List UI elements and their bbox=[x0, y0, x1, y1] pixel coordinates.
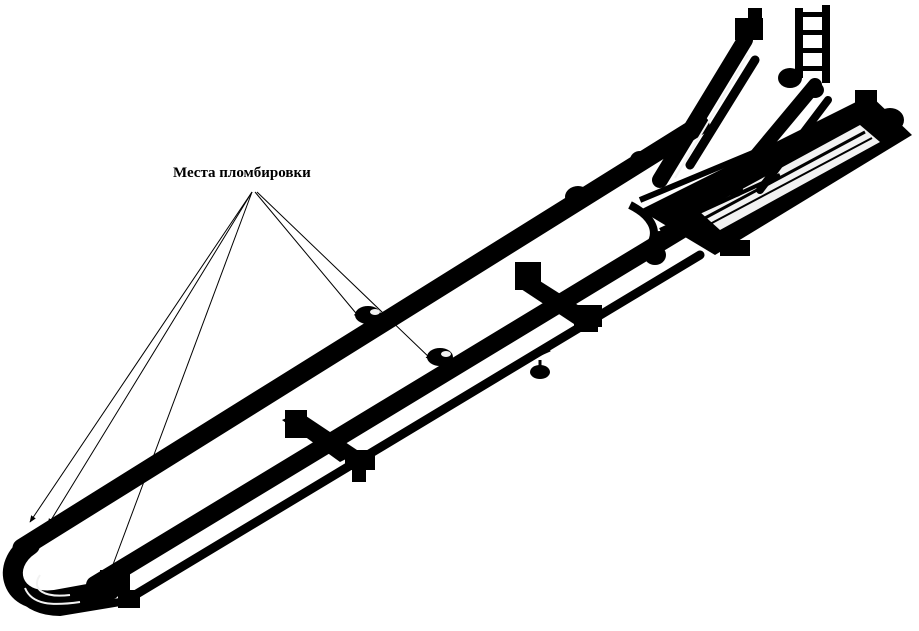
flange-upper-1 bbox=[565, 186, 591, 208]
leader-arrow-4 bbox=[254, 191, 361, 319]
cross-brace-1 bbox=[282, 410, 375, 482]
leader-arrow-1 bbox=[29, 191, 253, 523]
u-bend-end bbox=[2, 535, 140, 617]
seal-point-lower bbox=[427, 348, 453, 366]
inclined-arm bbox=[652, 8, 763, 188]
leader-lines bbox=[29, 191, 433, 579]
piping-cluster bbox=[628, 147, 781, 249]
leader-arrow-2 bbox=[47, 191, 253, 526]
rail-pipe-upper bbox=[12, 115, 710, 558]
cross-brace-2 bbox=[515, 262, 602, 332]
mast-ladder bbox=[795, 5, 830, 83]
flange-upper-2 bbox=[630, 151, 650, 169]
flange-lower-1 bbox=[644, 245, 666, 265]
seal-point-upper bbox=[355, 306, 381, 324]
callout: Места пломбировки bbox=[29, 165, 433, 579]
leader-arrow-5 bbox=[256, 191, 433, 361]
callout-label: Места пломбировки bbox=[173, 165, 311, 181]
swing-arm bbox=[733, 68, 832, 194]
leader-arrow-3 bbox=[107, 191, 253, 579]
bracket-foot bbox=[530, 348, 551, 379]
rail-pipe-outer bbox=[125, 250, 705, 603]
